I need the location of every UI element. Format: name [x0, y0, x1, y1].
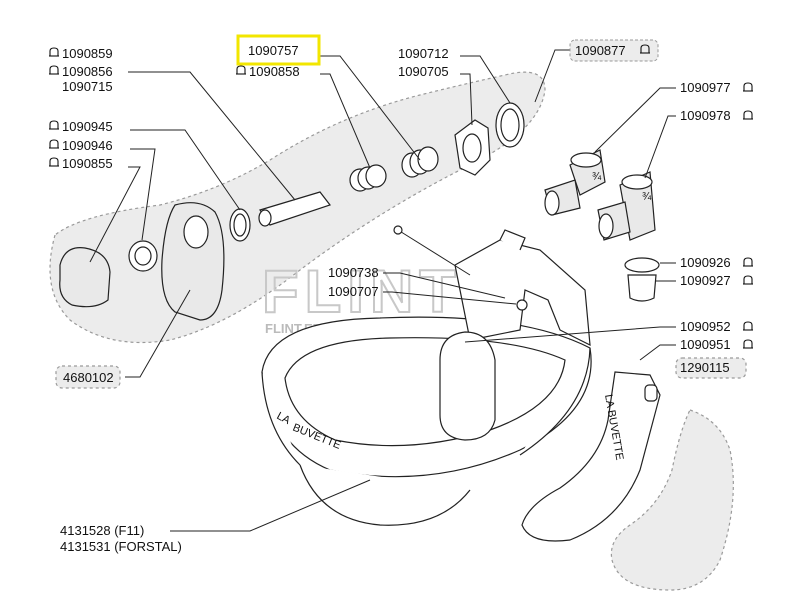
label-1090856: 1090856	[62, 64, 113, 79]
kit-region-1290115	[675, 357, 747, 379]
label-1090707: 1090707	[328, 284, 379, 299]
bell-icon	[235, 65, 247, 75]
label-4680102: 4680102	[63, 370, 114, 385]
bell-icon	[48, 120, 60, 130]
kit-region-paddle	[610, 409, 734, 591]
label-1090858: 1090858	[249, 64, 300, 79]
bell-icon	[742, 82, 754, 92]
fitting-mark-2: ¾	[642, 191, 652, 203]
fittings: ¾ ¾	[544, 149, 660, 302]
kit-box-1090877	[569, 39, 659, 62]
bell-icon	[48, 47, 60, 57]
bell-icon	[742, 321, 754, 331]
kit-region-4680102	[55, 365, 121, 389]
label-1090926: 1090926	[680, 255, 731, 270]
valve-parts	[59, 102, 525, 321]
label-1090945: 1090945	[62, 119, 113, 134]
bell-icon	[48, 139, 60, 149]
label-1090977: 1090977	[680, 80, 731, 95]
label-1090978: 1090978	[680, 108, 731, 123]
label-4131531: 4131531 (FORSTAL)	[60, 539, 182, 554]
leader-lines	[89, 49, 676, 532]
bell-icon	[742, 257, 754, 267]
label-1090715: 1090715	[62, 79, 113, 94]
label-1090712: 1090712	[398, 46, 449, 61]
label-1090946: 1090946	[62, 138, 113, 153]
label-1090757: 1090757	[248, 43, 299, 58]
bell-icon	[742, 275, 754, 285]
part-labels: 1090859 1090856 1090715 1090945 1090946 …	[48, 39, 754, 554]
label-1090705: 1090705	[398, 64, 449, 79]
label-1090927: 1090927	[680, 273, 731, 288]
label-1090855: 1090855	[62, 156, 113, 171]
label-1090738: 1090738	[328, 265, 379, 280]
paddle: LA BUVETTE	[521, 371, 661, 542]
drinking-bowl: LA BUVETTE	[261, 225, 592, 526]
label-1090859: 1090859	[62, 46, 113, 61]
label-1290115: 1290115	[680, 360, 730, 375]
label-1090877: 1090877	[575, 43, 626, 58]
bell-icon	[742, 339, 754, 349]
label-1090951: 1090951	[680, 337, 731, 352]
bell-icon	[48, 65, 60, 75]
bell-icon	[48, 157, 60, 167]
bowl-brand-la: LA	[275, 410, 293, 427]
label-4131528: 4131528 (F11)	[60, 523, 144, 538]
watermark-logo: FLINT	[262, 258, 462, 325]
label-1090952: 1090952	[680, 319, 731, 334]
bell-icon	[742, 110, 754, 120]
highlight-box-1090757	[236, 34, 321, 66]
fitting-mark-1: ¾	[592, 171, 602, 183]
